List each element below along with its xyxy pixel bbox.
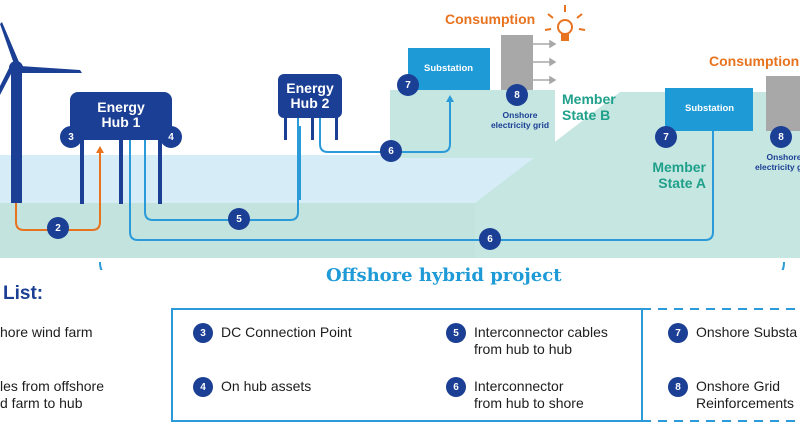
grid-tower-b [501, 35, 533, 90]
marker-8-b: 8 [506, 84, 528, 106]
member-state-a-line1: Member [652, 159, 706, 175]
legend-item-6: 6 Interconnector from hub to shore [446, 377, 584, 412]
grid-b-label: Onshore electricity grid [480, 110, 560, 130]
legend-item-2: les from offshore d farm to hub [0, 378, 104, 412]
marker-5: 5 [228, 208, 250, 230]
legend-item-7-text: Onshore Substa [696, 324, 798, 340]
grid-a-label-line1: Onshore [766, 152, 800, 162]
lightbulb-icon [544, 5, 586, 41]
energy-hub-1 [70, 92, 172, 140]
marker-6-hub2: 6 [380, 140, 402, 162]
legend-badge-4: 4 [193, 377, 213, 397]
grid-tower-a [766, 76, 800, 131]
arrow-up-icon [96, 146, 104, 153]
grid-a-label-line2: electricity grid [754, 162, 800, 172]
project-bracket [781, 261, 785, 270]
marker-2: 2 [47, 217, 69, 239]
marker-7-b: 7 [397, 74, 419, 96]
legend-item-3-text: DC Connection Point [221, 324, 352, 340]
legend-item-4: 4 On hub assets [193, 377, 312, 397]
substation-b [408, 48, 490, 90]
cable-hub-to-hub [144, 118, 299, 221]
legend-item-5-text: Interconnector cables from hub to hub [474, 324, 608, 357]
marker-7-a: 7 [655, 126, 677, 148]
legend-item-8-text: Onshore Grid Reinforcements [696, 378, 795, 411]
land-member-state-a [475, 92, 800, 258]
legend-title: List: [3, 283, 44, 304]
hub-1-label-line1: Energy [97, 99, 145, 115]
substation-a-label: Substation [685, 103, 735, 114]
member-state-a-label: Member State A [650, 159, 706, 191]
arrow-up-icon [446, 95, 454, 102]
legend-badge-8: 8 [668, 377, 688, 397]
hub-2-label-line1: Energy [286, 80, 334, 96]
marker-8-a: 8 [770, 126, 792, 148]
cable-hub1-to-shore [129, 127, 714, 241]
member-state-b-line1: Member [562, 91, 616, 107]
consumption-b-label: Consumption [445, 11, 536, 27]
substation-b-label: Substation [424, 63, 474, 74]
marker-3: 3 [60, 126, 82, 148]
hub-1-label: Energy Hub 1 [70, 100, 172, 130]
legend-item-2-text: les from offshore d farm to hub [0, 378, 105, 411]
legend-badge-3: 3 [193, 323, 213, 343]
legend-badge-5: 5 [446, 323, 466, 343]
legend-item-7: 7 Onshore Substa [668, 323, 798, 343]
member-state-b-label: Member State B [562, 91, 616, 123]
marker-4: 4 [160, 126, 182, 148]
hub-1-label-line2: Hub 1 [101, 114, 141, 130]
legend-item-6-text: Interconnector from hub to shore [474, 378, 584, 411]
legend-item-5: 5 Interconnector cables from hub to hub [446, 323, 608, 358]
hub-2-label-line2: Hub 2 [290, 95, 330, 111]
hub-2-label: Energy Hub 2 [278, 81, 342, 111]
energy-hub-2 [278, 74, 342, 118]
hybrid-project-diagram: Energy Hub 1 Energy Hub 2 Substation Sub… [0, 5, 800, 286]
marker-6-hub1: 6 [479, 228, 501, 250]
grid-b-label-line2: electricity grid [490, 120, 550, 130]
member-state-a-line2: State A [658, 175, 706, 191]
legend-item-8: 8 Onshore Grid Reinforcements [668, 377, 795, 412]
grid-b-label-line1: Onshore [502, 110, 538, 120]
power-arrows-icon [533, 39, 557, 85]
consumption-a-label: Consumption [709, 53, 800, 69]
project-title: Offshore hybrid project [326, 265, 562, 286]
wind-turbine-icon [0, 22, 82, 203]
land-member-state-b [390, 90, 555, 158]
legend-badge-6: 6 [446, 377, 466, 397]
legend-item-1: hore wind farm [0, 324, 93, 341]
grid-a-label: Onshore electricity grid [744, 152, 800, 172]
project-bracket [99, 261, 103, 270]
legend-item-1-text: hore wind farm [0, 324, 93, 340]
legend-item-4-text: On hub assets [221, 378, 312, 394]
legend-item-3: 3 DC Connection Point [193, 323, 352, 343]
legend-badge-7: 7 [668, 323, 688, 343]
member-state-b-line2: State B [562, 107, 611, 123]
substation-a [665, 88, 753, 131]
